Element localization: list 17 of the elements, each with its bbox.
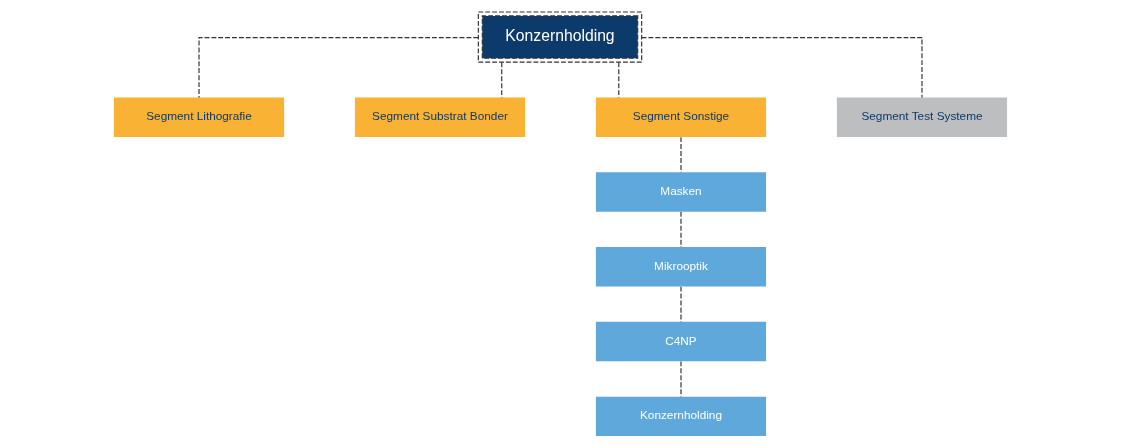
connector: [680, 361, 682, 398]
connector: [641, 37, 923, 99]
node-box: Konzernholding: [477, 11, 643, 63]
connector: [198, 37, 479, 99]
connector: [680, 286, 682, 323]
node-box: Segment Sonstige: [595, 97, 767, 137]
node-box: Segment Substrat Bonder: [354, 97, 526, 137]
node-box: Mikrooptik: [595, 247, 767, 287]
connector: [680, 211, 682, 248]
connector: [618, 61, 620, 98]
node-box: C4NP: [595, 321, 767, 362]
connector: [680, 136, 682, 173]
node-box: Segment Test Systeme: [836, 97, 1008, 137]
node-box: Masken: [595, 172, 767, 212]
node-box: Segment Lithografie: [113, 97, 285, 137]
node-box: Konzernholding: [595, 396, 767, 436]
connector: [501, 61, 503, 98]
